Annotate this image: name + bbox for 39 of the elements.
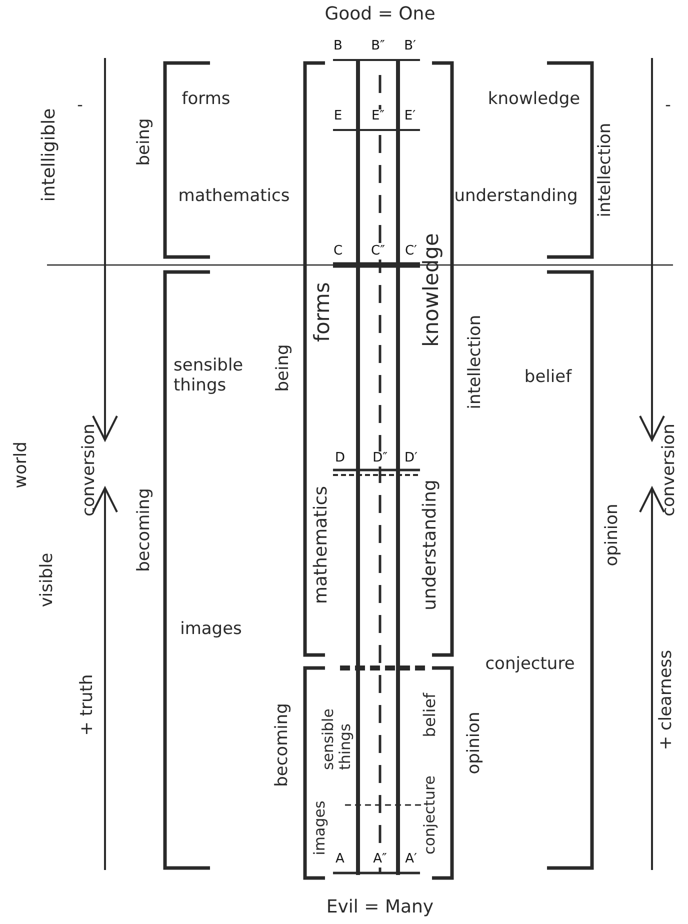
side-label: visible	[38, 552, 58, 608]
direction-label: conversion	[660, 424, 680, 516]
title-text: Good = One	[324, 4, 436, 26]
sign-label: -	[77, 96, 83, 114]
section-label: intellection	[596, 122, 616, 218]
segment-label: images	[311, 800, 329, 856]
segment-label: mathematics	[312, 486, 332, 604]
footer-text: Evil = Many	[326, 898, 434, 918]
segment-label: forms	[310, 282, 334, 342]
point-label: A″	[372, 852, 388, 868]
section-label: being	[274, 344, 294, 392]
segment-label: forms	[182, 90, 230, 110]
side-label: intelligible	[40, 108, 60, 202]
segment-label: belief	[524, 368, 572, 388]
point-label: C″	[370, 244, 386, 260]
segment-label: mathematics	[178, 187, 290, 207]
segment-label: sensible things	[320, 708, 354, 770]
segment-label: understanding	[454, 187, 578, 207]
section-label: being	[135, 118, 155, 166]
section-label: intellection	[466, 314, 486, 410]
sign-label: -	[665, 96, 671, 114]
segment-label: sensible things	[174, 356, 244, 396]
segment-label: conjecture	[421, 775, 439, 855]
section-label: becoming	[135, 488, 155, 572]
segment-label: conjecture	[485, 655, 575, 675]
side-label: world	[12, 442, 32, 488]
point-label: D″	[372, 452, 388, 466]
point-label: E″	[370, 110, 386, 124]
segment-label: knowledge	[418, 233, 444, 347]
section-label: opinion	[465, 712, 485, 774]
section-label: opinion	[603, 504, 623, 566]
direction-label: + clearness	[657, 650, 677, 750]
direction-label: conversion	[80, 424, 100, 516]
segment-label: images	[180, 620, 242, 640]
section-label: becoming	[273, 703, 293, 787]
segment-label: belief	[420, 692, 440, 738]
direction-label: + truth	[78, 674, 98, 736]
segment-label: understanding	[420, 480, 442, 610]
segment-label: knowledge	[488, 90, 580, 110]
